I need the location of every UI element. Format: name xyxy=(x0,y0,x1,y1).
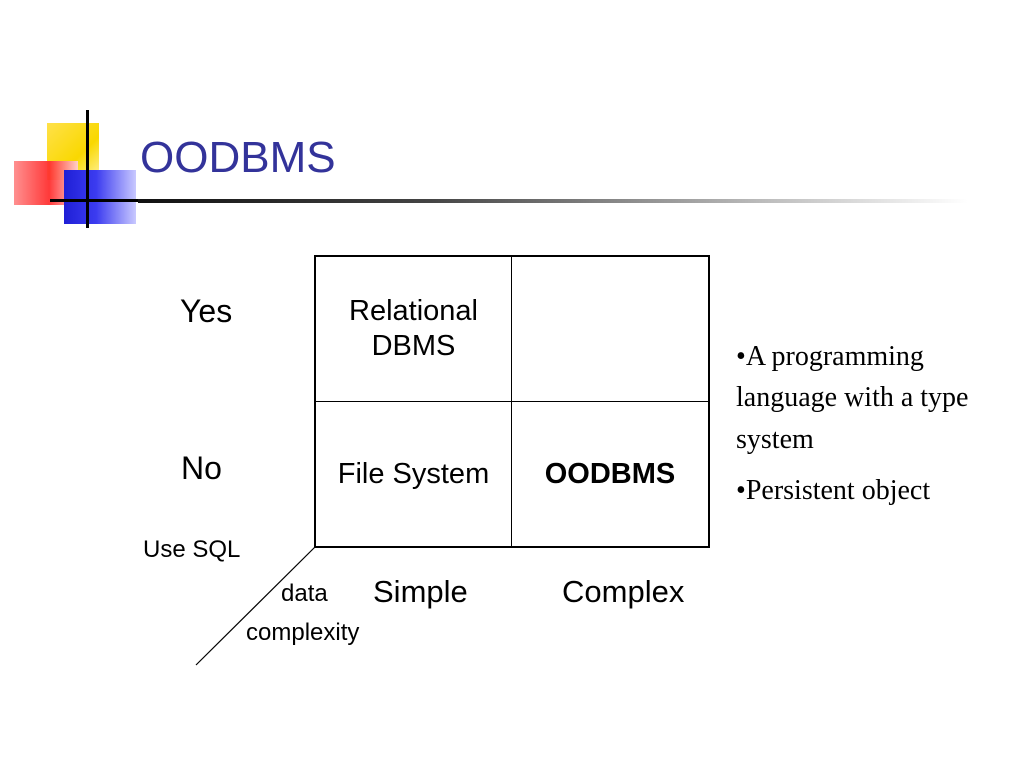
page-title: OODBMS xyxy=(140,133,336,182)
title-underline xyxy=(138,199,968,203)
matrix-horizontal-divider xyxy=(314,401,710,402)
matrix-cell-empty xyxy=(512,257,708,401)
bullet-item: A programming language with a type syste… xyxy=(736,336,1006,460)
matrix-cell-relational-dbms: Relational DBMS xyxy=(316,257,511,401)
x-label-complex: Complex xyxy=(562,574,685,609)
matrix-cell-oodbms: OODBMS xyxy=(544,457,676,490)
matrix-cell-file-system: File System xyxy=(337,457,490,490)
x-axis-label-line1: data xyxy=(281,580,328,607)
matrix-cell-text-line2: DBMS xyxy=(371,330,456,362)
logo-blue-square xyxy=(64,170,136,224)
bullet-list: A programming language with a type syste… xyxy=(736,336,1006,522)
logo-horizontal-line xyxy=(50,199,140,202)
y-label-yes: Yes xyxy=(180,293,233,329)
x-axis-label-line2: complexity xyxy=(246,619,360,646)
x-label-simple: Simple xyxy=(373,574,468,609)
matrix-cell-text-line1: Relational xyxy=(349,295,478,328)
logo-vertical-line xyxy=(86,110,89,228)
y-axis-label: Use SQL xyxy=(143,536,241,563)
bullet-item: Persistent object xyxy=(736,470,1006,511)
y-label-no: No xyxy=(181,450,222,486)
